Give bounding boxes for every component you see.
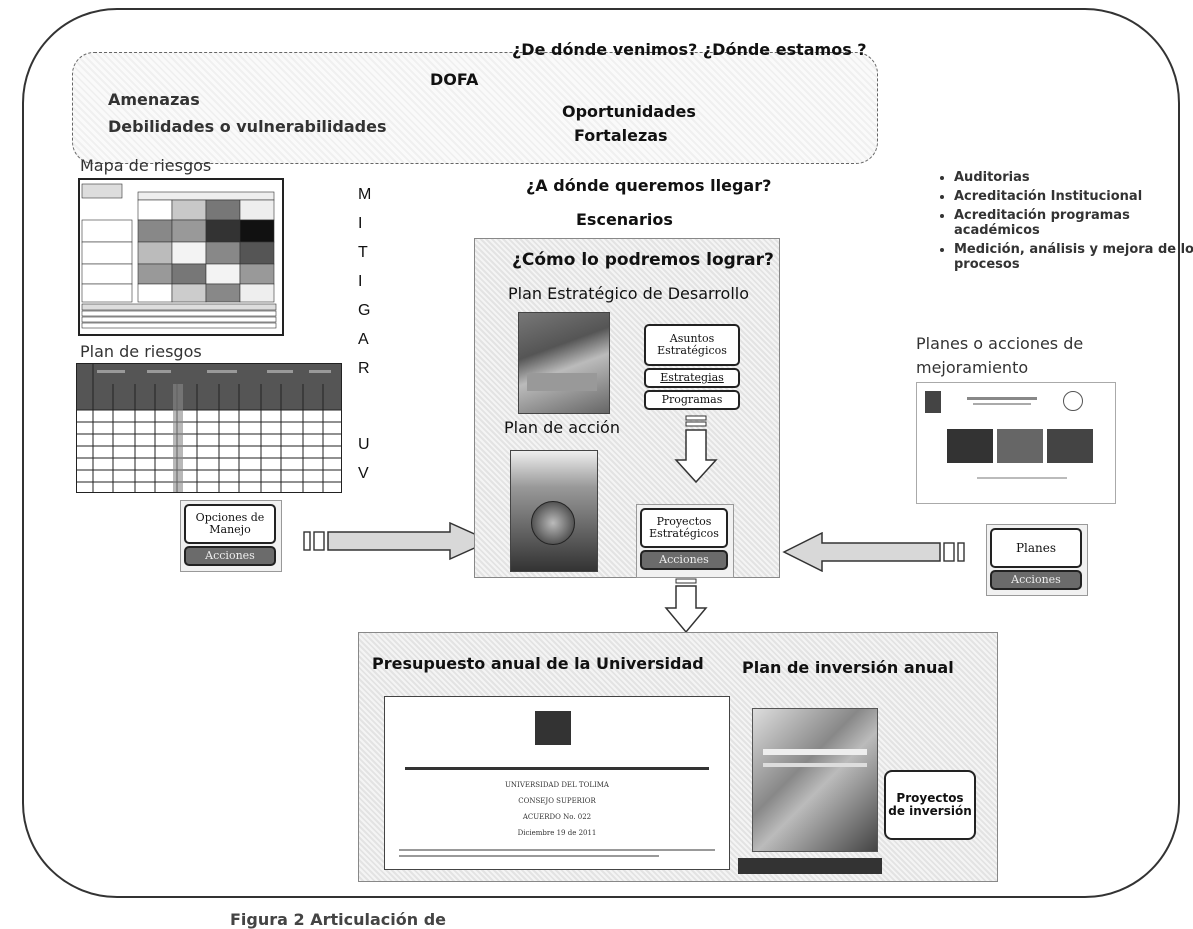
right-arrow	[780, 531, 970, 573]
scenarios-label: Escenarios	[576, 210, 673, 229]
letter: I	[358, 215, 363, 232]
letter: T	[358, 244, 368, 261]
letter: R	[358, 360, 370, 377]
budget-title: Presupuesto anual de la Universidad	[372, 654, 704, 673]
improvement-plan-image	[916, 382, 1116, 504]
strategic-issues-box: Asuntos Estratégicos	[644, 324, 740, 366]
question-origin: ¿De dónde venimos? ¿Dónde estamos ?	[512, 40, 867, 59]
investment-projects-box: Proyectos de inversión	[884, 770, 976, 840]
dofa-threats: Amenazas	[108, 90, 200, 109]
investment-document-image	[752, 708, 878, 852]
letter: U	[358, 436, 370, 453]
investment-caption-bar	[738, 858, 882, 874]
risk-map-label: Mapa de riesgos	[80, 156, 212, 175]
center-actions-box: Acciones	[640, 550, 728, 570]
dofa-title: DOFA	[430, 70, 479, 89]
left-arrow	[300, 521, 496, 562]
outer-frame	[22, 8, 1180, 898]
dofa-opportunities: Oportunidades	[562, 102, 696, 121]
bullet-item: Auditorias	[954, 170, 1193, 185]
question-goal: ¿A dónde queremos llegar?	[526, 176, 772, 195]
letter: A	[358, 331, 369, 348]
left-actions-box: Acciones	[184, 546, 276, 566]
dofa-strengths: Fortalezas	[574, 126, 668, 145]
improvement-plans-label: Planes o acciones de mejoramiento	[916, 334, 1084, 377]
trailing-letters: U V	[358, 436, 378, 494]
letter: I	[358, 273, 363, 290]
action-plan-document-image	[510, 450, 598, 572]
bullet-item: Medición, análisis y mejora de los proce…	[954, 242, 1193, 272]
letter: M	[358, 186, 372, 203]
doc-line-3: ACUERDO No. 022	[522, 813, 592, 821]
investment-title: Plan de inversión anual	[742, 658, 954, 677]
risk-plan-label: Plan de riesgos	[80, 342, 202, 361]
plans-box: Planes	[990, 528, 1082, 568]
letter: G	[358, 302, 371, 319]
strategies-box: Estrategias	[644, 368, 740, 388]
mitigar-letters: M I T I G A R	[358, 186, 378, 389]
risk-map-image	[78, 178, 284, 336]
doc-line-1: UNIVERSIDAD DEL TOLIMA	[505, 781, 609, 789]
bullet-item: Acreditación Institucional	[954, 189, 1193, 204]
evaluation-bullets: Auditorias Acreditación Institucional Ac…	[926, 170, 1193, 276]
budget-document-image: UNIVERSIDAD DEL TOLIMA CONSEJO SUPERIOR …	[384, 696, 730, 870]
letter: V	[358, 465, 369, 482]
dofa-weaknesses: Debilidades o vulnerabilidades	[108, 117, 387, 136]
programs-box: Programas	[644, 390, 740, 410]
risk-plan-image	[76, 363, 342, 493]
dofa-box	[72, 52, 878, 164]
strategic-plan-label: Plan Estratégico de Desarrollo	[508, 284, 749, 303]
doc-line-4: Diciembre 19 de 2011	[517, 829, 597, 837]
down-arrow-bottom	[664, 578, 710, 634]
question-how: ¿Cómo lo podremos lograr?	[512, 250, 774, 270]
figure-caption: Figura 2 Articulación de	[230, 910, 447, 929]
down-arrow-center	[674, 414, 720, 484]
bullet-item: Acreditación programas académicos	[954, 208, 1193, 238]
right-actions-box: Acciones	[990, 570, 1082, 590]
management-options-box: Opciones de Manejo	[184, 504, 276, 544]
strategic-projects-box: Proyectos Estratégicos	[640, 508, 728, 548]
action-plan-label: Plan de acción	[504, 418, 620, 437]
strategic-plan-document-image	[518, 312, 610, 414]
doc-line-2: CONSEJO SUPERIOR	[518, 797, 596, 805]
